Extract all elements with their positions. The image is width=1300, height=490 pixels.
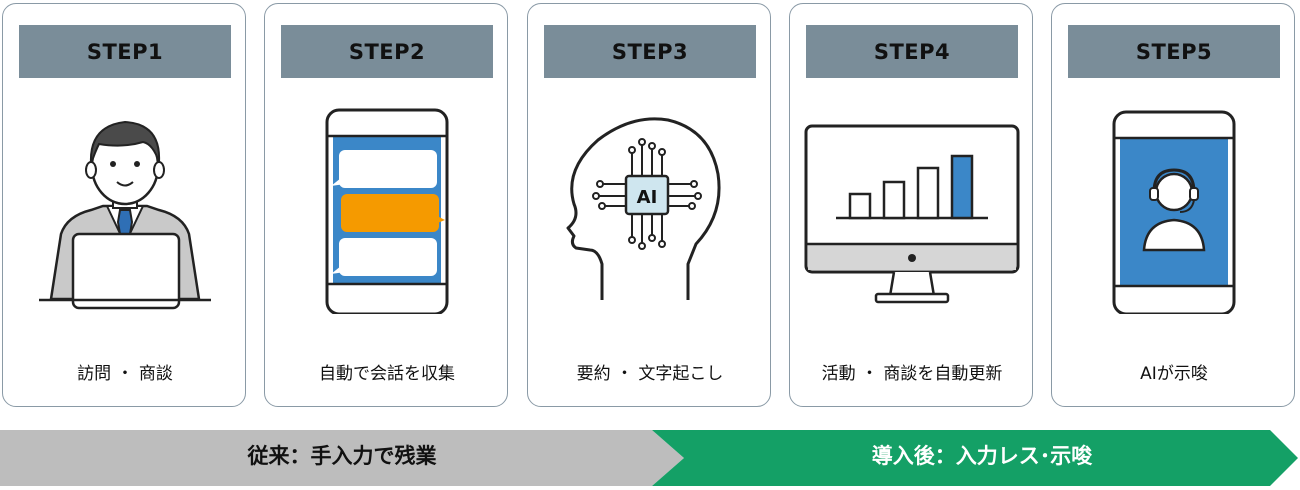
after-band [618, 430, 1298, 486]
step-card-2: STEP2 自動で会話を収集 [264, 3, 508, 407]
phone-chat-icon [265, 104, 509, 314]
step-card-4: STEP4 活動 ・ 商談を自動更新 [789, 3, 1033, 407]
step-caption: 自動で会話を収集 [319, 364, 455, 384]
step-caption: AIが示唆 [1140, 364, 1208, 384]
step-header: STEP4 [806, 25, 1018, 78]
ai-chip-label: AI [637, 187, 658, 208]
step-card-5: STEP5 AIが示唆 [1051, 3, 1295, 407]
process-arrow [0, 430, 1298, 486]
monitor-chart-icon [790, 104, 1034, 314]
ai-head-icon: AI [528, 104, 772, 314]
step-card-1: STEP1 訪問 ・ 商談 [2, 3, 246, 407]
step-header: STEP2 [281, 25, 493, 78]
before-label: 従来：手入力で残業 [247, 444, 437, 468]
before-band [0, 430, 684, 486]
step-caption: 訪問 ・ 商談 [77, 364, 173, 384]
step-header: STEP1 [19, 25, 231, 78]
after-label: 導入後：入力レス･示唆 [871, 444, 1093, 468]
phone-operator-icon [1052, 104, 1296, 314]
step-caption: 要約 ・ 文字起こし [576, 364, 724, 384]
step-card-3: STEP3 [527, 3, 771, 407]
businessman-laptop-icon [3, 104, 247, 314]
step-header: STEP3 [544, 25, 756, 78]
step-caption: 活動 ・ 商談を自動更新 [821, 364, 1003, 384]
step-header: STEP5 [1068, 25, 1280, 78]
